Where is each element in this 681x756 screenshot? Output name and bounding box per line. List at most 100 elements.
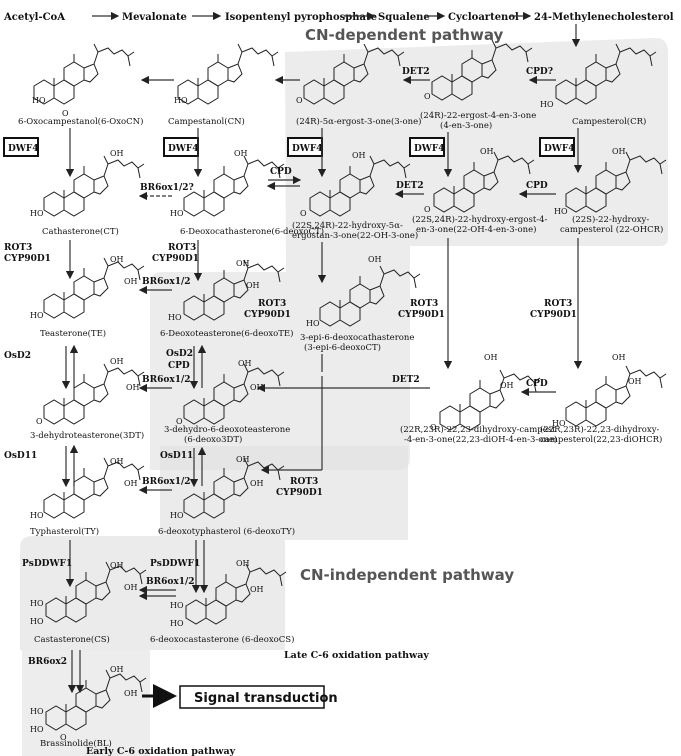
svg-text:OH: OH (110, 457, 124, 466)
enzyme-cpd-row2a: CPD (270, 167, 292, 177)
early-c6-region (22, 650, 150, 756)
svg-text:OH: OH (246, 281, 260, 290)
svg-text:HO: HO (170, 619, 184, 628)
compound-22-oh-4-en-l1: (22S,24R)-22-hydroxy-ergost-4- (412, 214, 548, 225)
svg-text:OH: OH (126, 383, 140, 392)
early-c6-label: Early C-6 oxidation pathway (86, 746, 236, 756)
svg-text:OH: OH (250, 585, 264, 594)
signal-transduction-box: Signal transduction (179, 685, 338, 709)
svg-text:OH: OH (250, 383, 264, 392)
compound-6-deoxoty: 6-deoxotyphasterol (6-deoxoTY) (158, 526, 295, 537)
compound-cn: Campestanol(CN) (168, 116, 245, 127)
svg-text:Signal transduction: Signal transduction (194, 691, 338, 706)
svg-text:HO: HO (170, 511, 184, 520)
enzyme-rot3-3: ROT3 (410, 299, 438, 309)
enzyme-psddwf1-2: PsDDWF1 (150, 559, 200, 569)
compound-22-ohcr-l2: campesterol (22-OHCR) (560, 224, 663, 235)
compound-diohen-l2: -4-en-3-one(22,23-diOH-4-en-3-one) (404, 434, 557, 445)
dwf4-box-4: DWF4 (409, 137, 445, 157)
svg-text:DWF4: DWF4 (8, 144, 39, 154)
svg-text:HO: HO (32, 96, 46, 105)
enzyme-rot3-5: ROT3 (258, 299, 286, 309)
compound-3dt: 3-dehydroteasterone(3DT) (30, 430, 144, 441)
compound-6-deoxoct: 6-Deoxocathasterone(6-deoxoCT) (180, 226, 324, 237)
dwf4-box-5: DWF4 (539, 137, 575, 157)
svg-text:OH: OH (612, 147, 626, 156)
enzyme-rot3-2: ROT3 (168, 243, 196, 253)
enzyme-br6ox-row6: BR6ox1/2 (146, 577, 195, 587)
svg-text:HO: HO (170, 209, 184, 218)
svg-text:O: O (176, 417, 183, 426)
svg-text:OH: OH (110, 255, 124, 264)
svg-text:DWF4: DWF4 (414, 144, 445, 154)
svg-text:OH: OH (368, 255, 382, 264)
compound-3-epi-l1: 3-epi-6-deoxocathasterone (300, 333, 414, 343)
svg-text:OH: OH (110, 561, 124, 570)
svg-text:HO: HO (540, 100, 554, 109)
enzyme-cyp90d1-1: CYP90D1 (4, 254, 51, 264)
compound-diohcr-l1: (22R,23R)-22,23-dihydroxy- (540, 424, 659, 435)
enzyme-br6ox-row5: BR6ox1/2 (142, 477, 191, 487)
late-c6-label: Late C-6 oxidation pathway (284, 650, 429, 661)
enzyme-rot3-4: ROT3 (544, 299, 572, 309)
compound-4-en-3-one-l1: (24R)-22-ergost-4-en-3-one (420, 110, 536, 121)
compound-ct: Cathasterone(CT) (42, 226, 119, 237)
svg-text:HO: HO (30, 209, 44, 218)
svg-text:OH: OH (484, 353, 498, 362)
compound-ty: Typhasterol(TY) (30, 526, 99, 537)
svg-text:O: O (300, 209, 307, 218)
svg-text:OH: OH (238, 359, 252, 368)
enzyme-br6ox-q: BR6ox1/2? (140, 183, 194, 193)
enzyme-br6ox-row3: BR6ox1/2 (142, 277, 191, 287)
compound-diohen-l1: (22R,23R)-22,23-dihydroxy-campest (400, 424, 556, 435)
svg-text:OH: OH (124, 277, 138, 286)
enzyme-osd11-1: OsD11 (4, 451, 37, 461)
enzyme-br6ox-row4: BR6ox1/2 (142, 375, 191, 385)
enzyme-osd2-1: OsD2 (4, 351, 31, 361)
svg-text:O: O (36, 417, 43, 426)
enzyme-osd2-2: OsD2 (166, 349, 193, 359)
svg-text:OH: OH (480, 147, 494, 156)
svg-text:OH: OH (236, 559, 250, 568)
svg-text:HO: HO (168, 313, 182, 322)
enzyme-cpd-row2b: CPD (526, 181, 548, 191)
svg-text:OH: OH (500, 381, 514, 390)
enzyme-cyp90d1-5: CYP90D1 (244, 310, 291, 320)
cn-independent-region (20, 446, 408, 650)
enzyme-det2-row2: DET2 (396, 181, 424, 191)
enzyme-cyp90d1-2: CYP90D1 (152, 254, 199, 264)
compound-cr: Campesterol(CR) (572, 116, 646, 127)
dwf4-box-3: DWF4 (287, 137, 323, 157)
chain-24-methylenecholesterol: 24-Methylenecholesterol (534, 12, 674, 23)
chain-cycloartenol: Cycloartenol (448, 12, 519, 23)
svg-text:OH: OH (236, 259, 250, 268)
enzyme-cyp90d1-6: CYP90D1 (276, 488, 323, 498)
chain-ipp: Isopentenyl pyrophosphate (225, 12, 377, 23)
svg-text:OH: OH (250, 479, 264, 488)
enzyme-cpd-q: CPD? (526, 67, 553, 77)
enzyme-det2-row1: DET2 (402, 67, 430, 77)
enzyme-det2-row4: DET2 (392, 375, 420, 385)
svg-text:O: O (296, 96, 303, 105)
compound-6-deoxote: 6-Deoxoteasterone(6-deoxoTE) (160, 328, 293, 339)
enzyme-psddwf1-1: PsDDWF1 (22, 559, 72, 569)
dwf4-box-2: DWF4 (163, 137, 199, 157)
svg-text:OH: OH (124, 583, 138, 592)
svg-text:OH: OH (352, 151, 366, 160)
compound-22-ohcr-l1: (22S)-22-hydroxy- (572, 214, 649, 225)
compound-6-deoxocs: 6-deoxocastasterone (6-deoxoCS) (150, 634, 294, 645)
compound-6-deoxo3dt-l1: 3-dehydro-6-deoxoteasterone (164, 425, 290, 435)
enzyme-rot3-1: ROT3 (4, 243, 32, 253)
svg-text:HO: HO (30, 725, 44, 734)
compound-22-oh-4-en-l2: en-3-one(22-OH-4-en-3-one) (416, 224, 536, 235)
svg-text:OH: OH (124, 479, 138, 488)
svg-text:O: O (424, 205, 431, 214)
compound-bl: Brassinolide(BL) (40, 738, 112, 749)
dwf4-box-1: DWF4 (3, 137, 39, 157)
compound-4-en-3-one-l2: (4-en-3-one) (440, 120, 492, 131)
svg-text:OH: OH (234, 149, 248, 158)
svg-text:OH: OH (110, 149, 124, 158)
compound-22-oh-3-one-l1: (22S,24R)-22-hydroxy-5α- (292, 220, 403, 231)
svg-text:OH: OH (612, 353, 626, 362)
